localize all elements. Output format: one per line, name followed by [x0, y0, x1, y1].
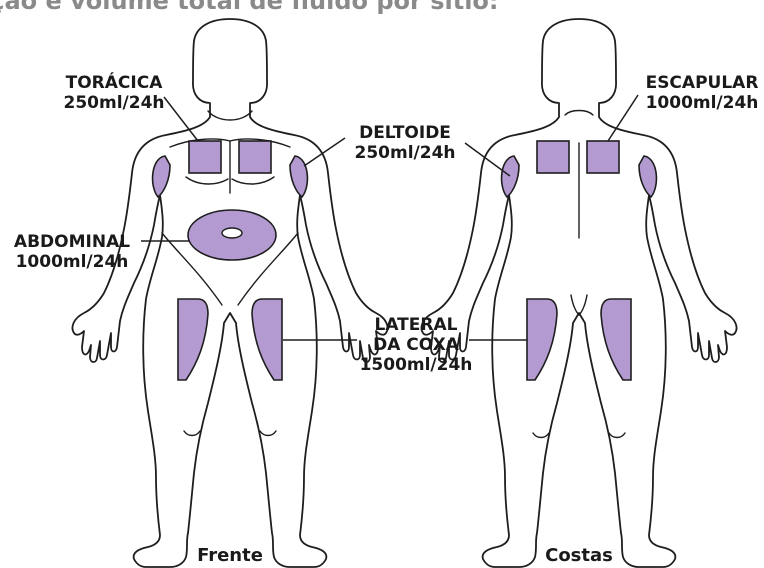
- label-abdominal-name: ABDOMINAL: [2, 232, 142, 252]
- zone-escapular-right: [587, 141, 619, 173]
- navel-icon: [222, 228, 242, 238]
- label-coxa-volume: 1500ml/24h: [354, 355, 478, 375]
- label-coxa-line2: DA COXA: [354, 335, 478, 355]
- label-toracica-volume: 250ml/24h: [58, 93, 170, 113]
- label-escapular-name: ESCAPULAR: [640, 73, 764, 93]
- label-toracica: TORÁCICA 250ml/24h: [58, 73, 170, 113]
- caption-frente: Frente: [180, 545, 280, 566]
- label-lateral-coxa: LATERAL DA COXA 1500ml/24h: [354, 315, 478, 375]
- caption-costas: Costas: [529, 545, 629, 566]
- label-deltoide-name: DELTOIDE: [346, 123, 464, 143]
- label-toracica-name: TORÁCICA: [58, 73, 170, 93]
- zone-escapular-left: [537, 141, 569, 173]
- label-abdominal-volume: 1000ml/24h: [2, 252, 142, 272]
- zone-toracica-left: [189, 141, 221, 173]
- label-deltoide: DELTOIDE 250ml/24h: [346, 123, 464, 163]
- label-escapular: ESCAPULAR 1000ml/24h: [640, 73, 764, 113]
- label-deltoide-volume: 250ml/24h: [346, 143, 464, 163]
- zone-toracica-right: [239, 141, 271, 173]
- label-coxa-line1: LATERAL: [354, 315, 478, 335]
- label-escapular-volume: 1000ml/24h: [640, 93, 764, 113]
- label-abdominal: ABDOMINAL 1000ml/24h: [2, 232, 142, 272]
